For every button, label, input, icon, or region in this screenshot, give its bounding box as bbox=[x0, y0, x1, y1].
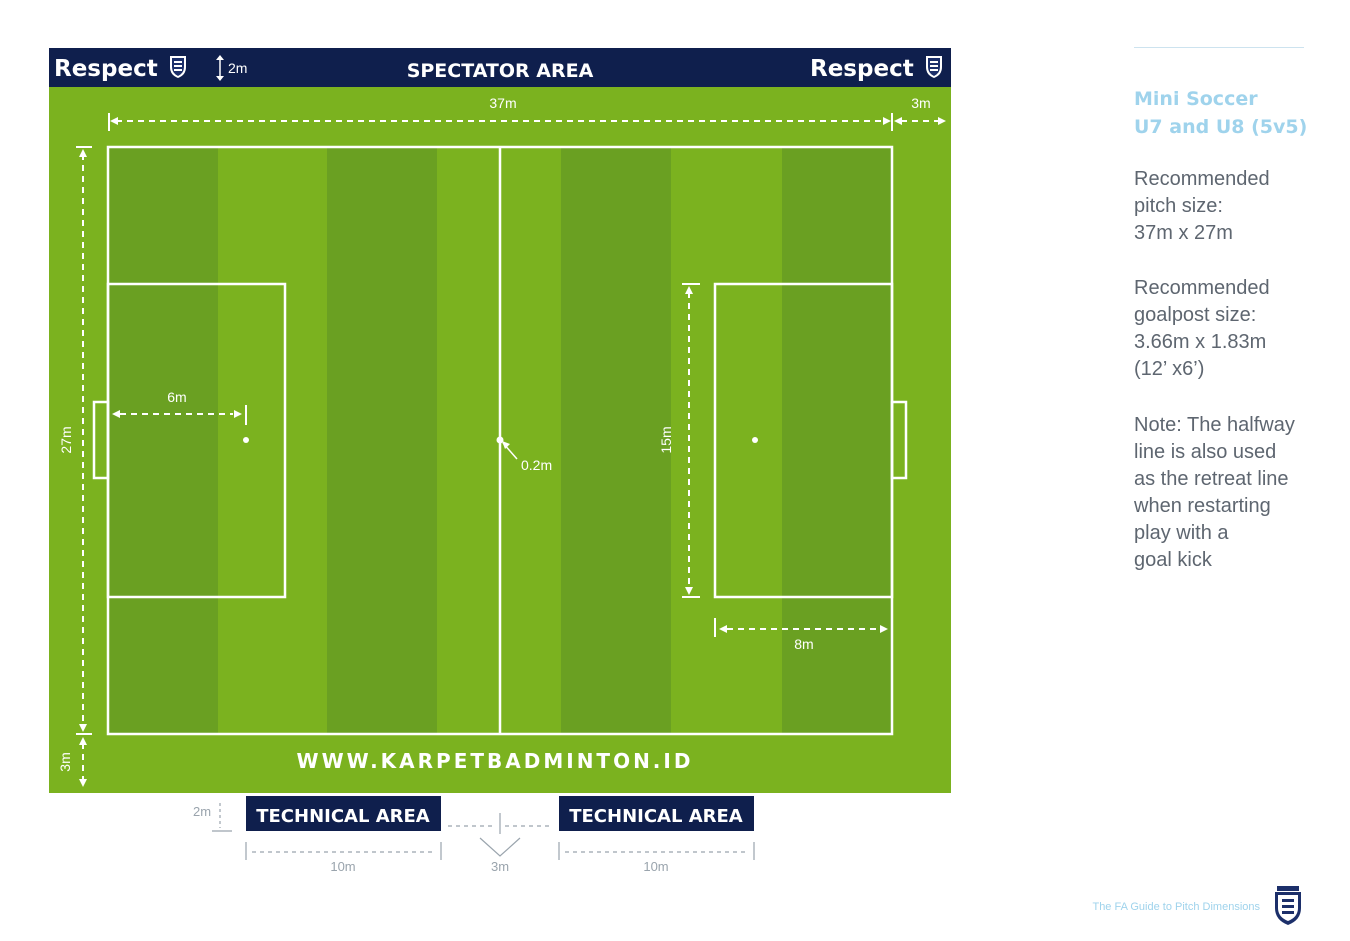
technical-area-left-label: TECHNICAL AREA bbox=[256, 806, 430, 827]
left-dimension-line bbox=[76, 146, 92, 782]
area-15m-label: 15m bbox=[658, 426, 674, 453]
sidebar-title: Mini Soccer U7 and U8 (5v5) bbox=[1134, 88, 1308, 138]
centre-spot bbox=[496, 436, 504, 444]
website-watermark: WWW.KARPETBADMINTON.ID bbox=[297, 749, 694, 773]
technical-dimension-lines bbox=[212, 803, 755, 860]
top-dimension-line bbox=[108, 113, 942, 131]
left-dimension-arrows bbox=[79, 149, 87, 787]
spectator-area-title: SPECTATOR AREA bbox=[407, 60, 594, 82]
centre-pointer-arrow bbox=[502, 441, 510, 449]
spectator-banner bbox=[49, 48, 951, 87]
penalty-6m-label: 6m bbox=[167, 389, 186, 405]
respect-logo-right: Respect bbox=[810, 56, 914, 82]
technical-gap-label: 3m bbox=[491, 859, 509, 874]
technical-right-width-label: 10m bbox=[643, 859, 668, 874]
width-27m-label: 27m bbox=[58, 426, 74, 453]
centre-spot-label: 0.2m bbox=[521, 457, 552, 473]
banner-gap-label: 2m bbox=[228, 60, 247, 76]
goalpost-size-text: Recommended goalpost size: 3.66m x 1.83m… bbox=[1134, 277, 1270, 380]
technical-left-width-label: 10m bbox=[330, 859, 355, 874]
sidebar-divider bbox=[1134, 47, 1304, 48]
technical-area-right bbox=[559, 796, 754, 831]
halfway-note-text: Note: The halfway line is also used as t… bbox=[1134, 414, 1295, 571]
grass-stripes bbox=[108, 147, 892, 734]
margin-3m-top-label: 3m bbox=[911, 95, 930, 111]
left-penalty-spot bbox=[243, 437, 249, 443]
length-37m-label: 37m bbox=[489, 95, 516, 111]
pitch-size-text: Recommended pitch size: 37m x 27m bbox=[1134, 168, 1270, 244]
area-depth-line bbox=[714, 618, 880, 637]
technical-area-left bbox=[246, 796, 441, 831]
three-lions-crest-icon bbox=[1275, 886, 1301, 925]
area-8m-label: 8m bbox=[794, 636, 813, 652]
area-depth-arrows bbox=[719, 625, 888, 633]
right-penalty-spot bbox=[752, 437, 758, 443]
penalty-distance-line bbox=[120, 405, 247, 425]
right-goal bbox=[890, 400, 908, 480]
technical-area-right-label: TECHNICAL AREA bbox=[569, 806, 743, 827]
area-width-arrows bbox=[685, 286, 693, 595]
area-width-line bbox=[682, 283, 700, 598]
left-goal bbox=[92, 400, 110, 480]
penalty-distance-arrows bbox=[112, 410, 242, 418]
updown-arrow-icon bbox=[216, 55, 224, 81]
pitch-spots bbox=[243, 436, 758, 444]
margin-3m-bottom-label: 3m bbox=[57, 752, 73, 771]
respect-logo-left: Respect bbox=[54, 56, 158, 82]
technical-depth-label: 2m bbox=[193, 804, 211, 819]
top-dimension-arrows bbox=[110, 117, 946, 125]
footer-guide-title: The FA Guide to Pitch Dimensions bbox=[1092, 901, 1260, 913]
